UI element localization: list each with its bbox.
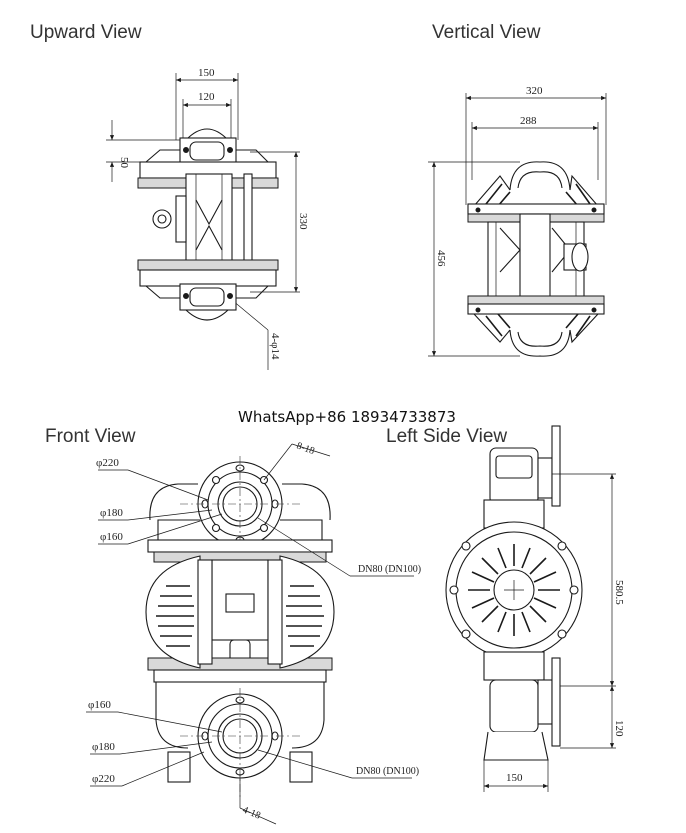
dim-front-top-d180: φ180 (100, 507, 123, 519)
dim-upward-holes: 4-φ14 (269, 333, 281, 360)
dim-vertical-456: 456 (435, 250, 447, 267)
dim-upward-330: 330 (297, 213, 309, 230)
dim-front-bot-d220: φ220 (92, 773, 115, 785)
dim-front-bot-holes: 4-18 (241, 805, 262, 822)
vertical-view-drawing: 320 288 456 (428, 85, 607, 357)
dim-front-top-dn: DN80 (DN100) (358, 564, 421, 575)
dim-upward-50: 50 (118, 157, 130, 169)
title-front-view: Front View (45, 426, 136, 447)
title-left-side-view: Left Side View (386, 426, 507, 447)
dim-front-top-holes: 8-18 (295, 440, 316, 457)
title-vertical-view: Vertical View (432, 22, 541, 43)
dim-vertical-320: 320 (526, 85, 543, 97)
dim-front-top-d160: φ160 (100, 531, 123, 543)
upward-view-drawing: 150 120 50 330 4-φ14 (106, 67, 309, 370)
dim-upward-120: 120 (198, 91, 215, 103)
dim-left-580: 580.5 (613, 580, 625, 605)
dim-front-top-d220: φ220 (96, 457, 119, 469)
title-upward-view: Upward View (30, 22, 142, 43)
dim-front-bot-dn: DN80 (DN100) (356, 766, 419, 777)
dim-left-120: 120 (613, 720, 625, 737)
watermark-contact: WhatsApp+86 18934733873 (238, 408, 456, 426)
dim-vertical-288: 288 (520, 115, 537, 127)
left-side-view-drawing: 580.5 120 150 (445, 425, 625, 792)
dim-front-bot-d180: φ180 (92, 741, 115, 753)
dim-left-150: 150 (506, 772, 523, 784)
dim-front-bot-d160: φ160 (88, 699, 111, 711)
front-view-drawing: φ220 φ180 φ160 8-18 DN80 (DN100) φ160 φ1… (86, 440, 421, 825)
dim-upward-150: 150 (198, 67, 215, 79)
